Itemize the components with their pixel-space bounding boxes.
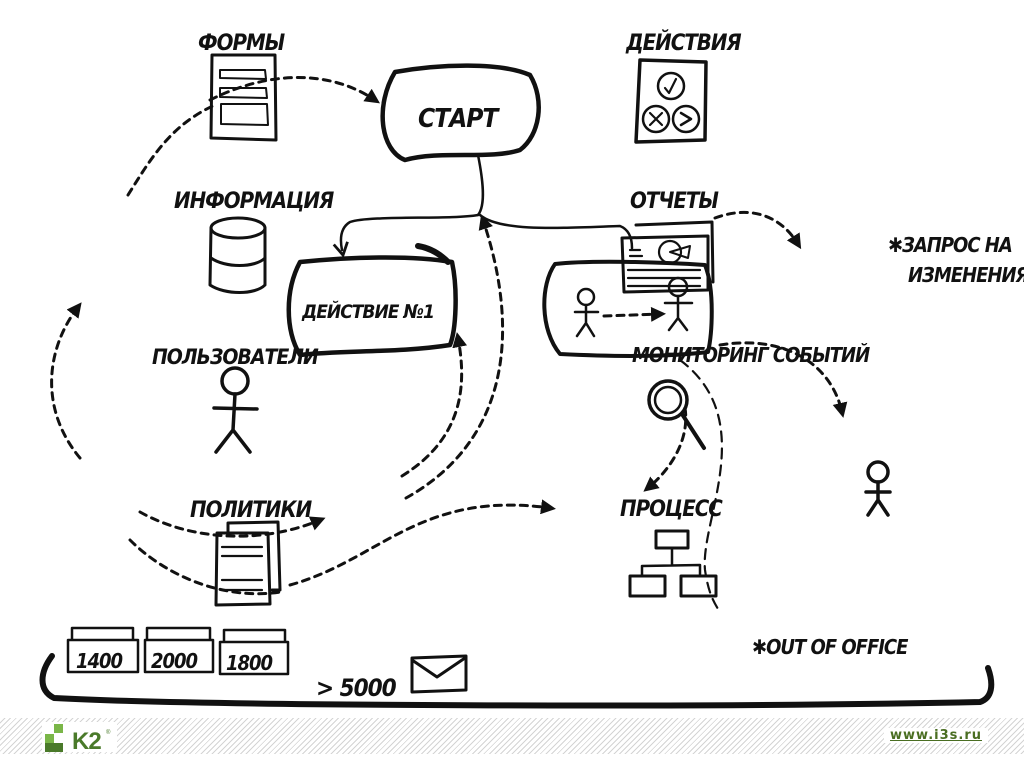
logo-square — [45, 743, 54, 752]
logo-text: K2 — [72, 728, 102, 755]
envelope-icon — [410, 654, 468, 694]
k2-logo[interactable]: K2 ® — [42, 722, 117, 755]
flow-arrow-loop-to-forms — [126, 103, 217, 197]
magnifier-icon — [647, 379, 706, 450]
forms-label: ФОРМЫ — [198, 31, 286, 56]
flow-arrow-policies-lower — [128, 538, 282, 596]
information-label: ИНФОРМАЦИЯ — [174, 189, 334, 214]
node-policies[interactable]: ПОЛИТИКИ — [190, 498, 314, 607]
connector-start-to-action1 — [332, 213, 480, 258]
logo-square — [54, 724, 63, 733]
event-monitoring-label: МОНИТОРИНГ СОБЫТИЙ — [632, 343, 870, 367]
user-icon — [212, 366, 259, 454]
node-recipient-user — [864, 460, 892, 517]
logo-square — [54, 743, 63, 752]
action1-label: ДЕЙСТВИЕ №1 — [301, 300, 434, 323]
note-change-request: ✱ЗАПРОС НА ИЗМЕНЕНИЯ — [888, 233, 1024, 287]
change-request-line2: ИЗМЕНЕНИЯ — [908, 263, 1024, 287]
flow-arrow-reports-to-request — [713, 210, 802, 250]
report-chart-icon — [620, 220, 715, 294]
node-process[interactable]: ПРОЦЕСС — [620, 497, 724, 598]
note-out-of-office: ✱OUT OF OFFICE — [752, 635, 909, 659]
flow-arrow-out-of-office — [678, 358, 724, 614]
action-buttons-icon — [634, 58, 708, 144]
documents-stack-icon — [214, 520, 282, 607]
user-icon — [663, 276, 694, 332]
footer-bar — [0, 718, 1024, 754]
org-chart-icon — [628, 529, 718, 598]
counter-bins: 1400 2000 1800 — [66, 626, 290, 676]
counter-value: 1800 — [226, 651, 273, 675]
node-actions[interactable]: ДЕЙСТВИЯ — [625, 30, 742, 144]
connector-start-stem — [476, 153, 485, 217]
reports-label: ОТЧЕТЫ — [630, 189, 719, 214]
node-users[interactable]: ПОЛЬЗОВАТЕЛИ — [152, 345, 320, 454]
counter-value: 2000 — [151, 649, 198, 673]
event-monitoring-shape — [542, 259, 714, 358]
bracket — [39, 653, 995, 709]
counter-bin: 1400 — [66, 626, 140, 674]
action1-shape — [286, 255, 458, 358]
user-icon — [573, 287, 600, 338]
node-event-monitoring[interactable]: МОНИТОРИНГ СОБЫТИЙ — [542, 259, 871, 450]
logo-registered-mark: ® — [106, 730, 111, 736]
flow-arrow-to-process — [288, 499, 556, 587]
change-request-line1: ✱ЗАПРОС НА — [888, 233, 1012, 257]
database-icon — [208, 216, 267, 294]
email-count: > 5000 — [316, 674, 397, 702]
flow-arrow-policies-upper — [138, 510, 326, 538]
check-icon — [656, 71, 686, 101]
connector-start-to-reports — [478, 213, 634, 250]
node-start[interactable]: СТАРТ — [380, 63, 541, 163]
website-link[interactable]: www.i3s.ru — [884, 728, 988, 743]
counter-bin: 1800 — [218, 628, 290, 676]
cancel-icon — [641, 104, 671, 134]
users-label: ПОЛЬЗОВАТЕЛИ — [152, 345, 319, 369]
node-action1[interactable]: ДЕЙСТВИЕ №1 — [286, 243, 458, 358]
counter-bin: 2000 — [143, 626, 215, 674]
flow-arrow-left-loop — [50, 302, 82, 460]
flow-arrow-policies-to-action1 — [400, 332, 468, 478]
flow-arrow-policies-to-start — [404, 214, 505, 500]
flow-arrows — [50, 76, 848, 614]
logo-square — [45, 734, 54, 743]
policies-label: ПОЛИТИКИ — [190, 498, 313, 523]
form-document-icon — [209, 53, 278, 142]
start-label: СТАРТ — [418, 104, 500, 134]
node-forms[interactable]: ФОРМЫ — [198, 31, 287, 142]
flow-arrow-magnifier-to-process — [643, 406, 688, 492]
node-information[interactable]: ИНФОРМАЦИЯ — [174, 189, 335, 294]
next-icon — [671, 104, 701, 134]
actions-label: ДЕЙСТВИЯ — [625, 30, 741, 56]
process-label: ПРОЦЕСС — [620, 497, 723, 522]
flow-arrow-monitoring-to-user — [718, 341, 848, 418]
flow-arrow-forms-to-start — [208, 76, 380, 104]
counter-value: 1400 — [76, 649, 123, 673]
node-reports[interactable]: ОТЧЕТЫ — [620, 189, 720, 294]
user-icon — [864, 460, 892, 517]
start-shape — [380, 63, 541, 163]
